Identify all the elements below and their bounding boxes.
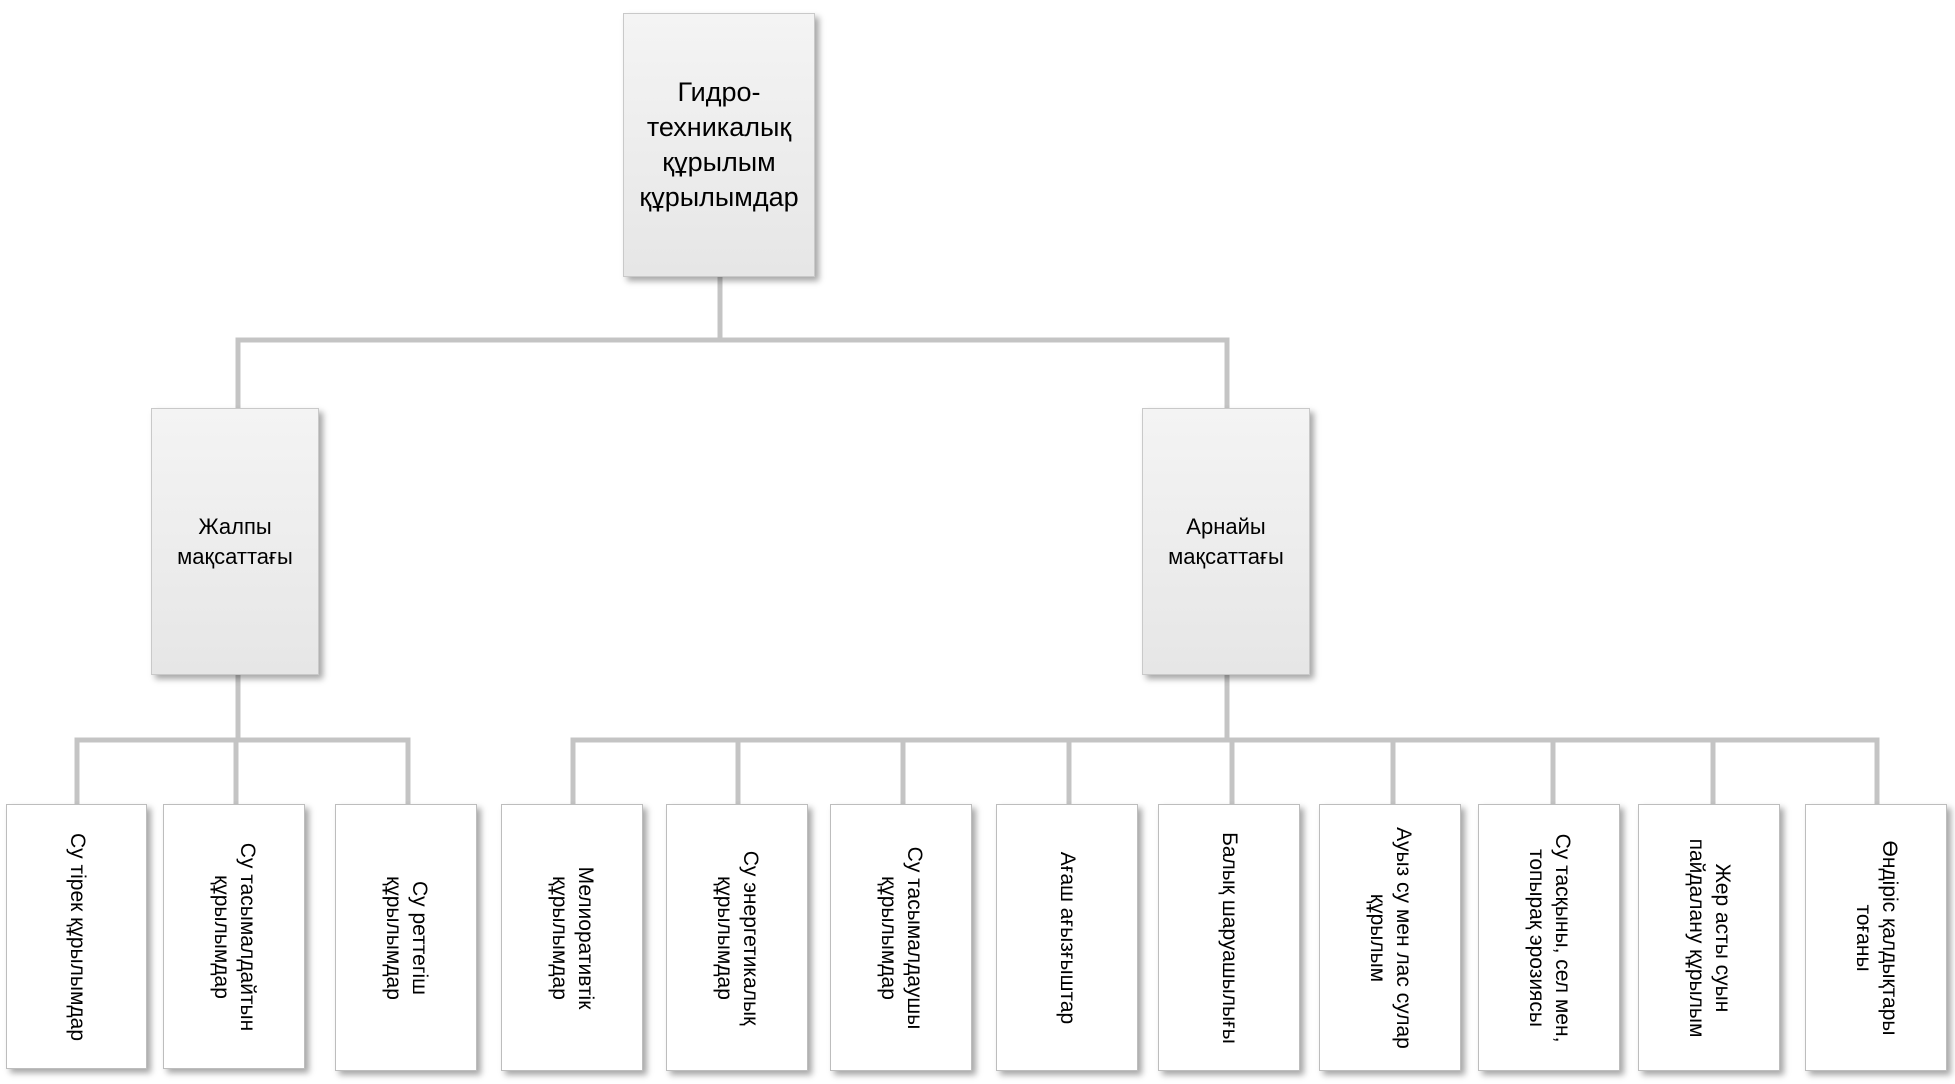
leaf-node: Жер асты суын пайдалану құрылым	[1638, 804, 1780, 1071]
leaf-node: Мелиоративтік құрылымдар	[501, 804, 643, 1071]
leaf-node-label: Ауыз су мен лас сулар құрылым	[1366, 826, 1415, 1049]
leaf-node: Су тасымалдайтын құрылымдар	[163, 804, 305, 1069]
leaf-node: Су тірек құрылымдар	[6, 804, 147, 1069]
category-node-general: Жалпы мақсаттағы	[151, 408, 319, 675]
category-node-special: Арнайы мақсаттағы	[1142, 408, 1310, 675]
leaf-node-label: Су тасымалдаушы құрылымдар	[877, 846, 926, 1029]
leaf-node-label: Су энергетикалық құрылымдар	[713, 850, 762, 1025]
leaf-node: Ауыз су мен лас сулар құрылым	[1319, 804, 1461, 1071]
leaf-node: Су реттегіш құрылымдар	[335, 804, 477, 1071]
leaf-node-label: Су реттегіш құрылымдар	[382, 875, 431, 1000]
leaf-node: Су тасымалдаушы құрылымдар	[830, 804, 972, 1071]
leaf-node: Су тасқыны, сел мен, топырақ эрозиясы	[1478, 804, 1620, 1071]
leaf-node: Су энергетикалық құрылымдар	[666, 804, 808, 1071]
root-node: Гидро- техникалық құрылым құрылымдар	[623, 13, 815, 277]
leaf-node-label: Су тірек құрылымдар	[65, 832, 89, 1041]
leaf-node-label: Жер асты суын пайдалану құрылым	[1685, 838, 1734, 1037]
category-node-label: Жалпы мақсаттағы	[177, 513, 293, 569]
category-node-label: Арнайы мақсаттағы	[1168, 513, 1284, 569]
leaf-node-label: Су тасқыны, сел мен, топырақ эрозиясы	[1525, 833, 1574, 1042]
leaf-node-label: Ағаш ағызғыштар	[1056, 851, 1079, 1024]
leaf-node-label: Су тасымалдайтын құрылымдар	[210, 842, 259, 1031]
leaf-node: Балық шаруашылығы	[1158, 804, 1300, 1071]
leaf-node: Ағаш ағызғыштар	[996, 804, 1138, 1071]
leaf-node-label: Өндіріс қалдықтары тоғаны	[1852, 839, 1901, 1036]
leaf-node-label: Мелиоративтік құрылымдар	[548, 866, 597, 1009]
root-node-label: Гидро- техникалық құрылым құрылымдар	[639, 77, 799, 212]
leaf-node: Өндіріс қалдықтары тоғаны	[1805, 804, 1947, 1071]
leaf-node-label: Балық шаруашылығы	[1218, 831, 1241, 1044]
